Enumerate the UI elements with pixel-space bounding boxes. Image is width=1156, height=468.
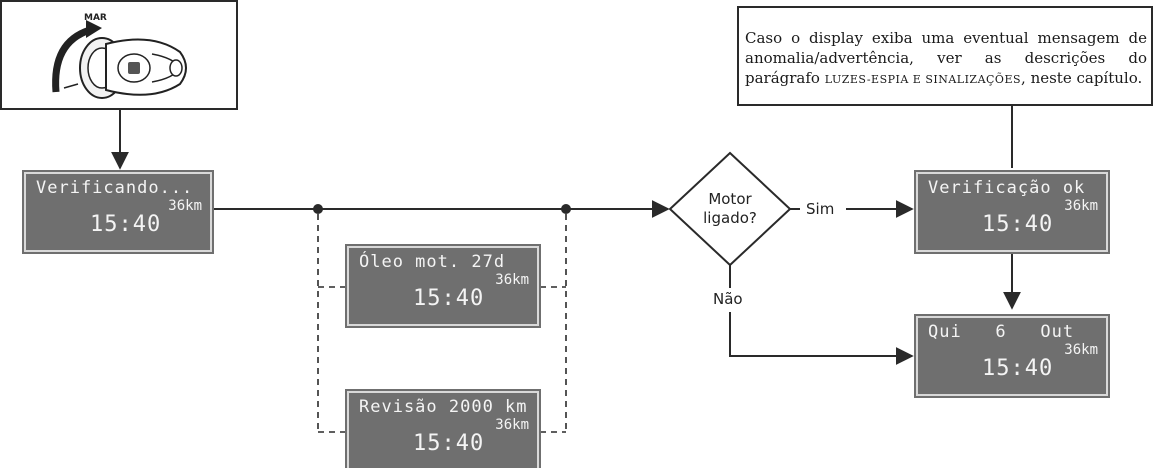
display-odometer: 36km [168,198,202,214]
display-clock: 15:40 [982,356,1054,381]
display-line1: Revisão 2000 km [359,397,528,417]
display-odometer: 36km [495,417,529,433]
display-clock: 15:40 [413,431,485,456]
branch-yes-label: Sim [806,200,835,218]
junction-dot-right [561,204,571,214]
decision-line1: Motor [708,190,752,208]
display-clock: 15:40 [413,286,485,311]
optional-branch-lines [317,214,567,433]
note-text-start: Caso o display exiba uma eventual mensag… [745,29,1147,87]
display-odometer: 36km [1064,198,1098,214]
junction-dot-left [313,204,323,214]
note-text-end: , neste capítulo. [1021,69,1143,87]
decision-label: Motor ligado? [680,190,780,228]
ignition-illustration: MAR [0,0,238,110]
branch-no-label: Não [713,290,743,308]
note-smallcaps-reference: luzes-espia e sinalizações [824,73,1022,86]
display-line1: Óleo mot. 27d [359,252,506,272]
arrow-nao [729,312,914,365]
display-checking: Verificando... 36km 15:40 [24,172,212,252]
display-line1: Verificando... [36,178,194,198]
display-line1: Verificação ok [928,178,1086,198]
decision-line2: ligado? [703,209,757,227]
display-check-ok: Verificação ok 36km 15:40 [916,172,1108,252]
display-odometer: 36km [1064,342,1098,358]
display-clock: 15:40 [90,212,162,237]
position-mar-label: MAR [84,13,107,23]
display-line1: Qui 6 Out [928,322,1075,342]
display-service-due: Revisão 2000 km 36km 15:40 [347,391,539,468]
display-clock: 15:40 [982,212,1054,237]
ignition-key-icon: MAR [52,13,187,99]
display-date: Qui 6 Out 36km 15:40 [916,316,1108,396]
warning-note-box: Caso o display exiba uma eventual mensag… [737,6,1153,106]
display-odometer: 36km [495,272,529,288]
warning-note-text: Caso o display exiba uma eventual mensag… [745,28,1147,90]
display-oil-change: Óleo mot. 27d 36km 15:40 [347,246,539,326]
